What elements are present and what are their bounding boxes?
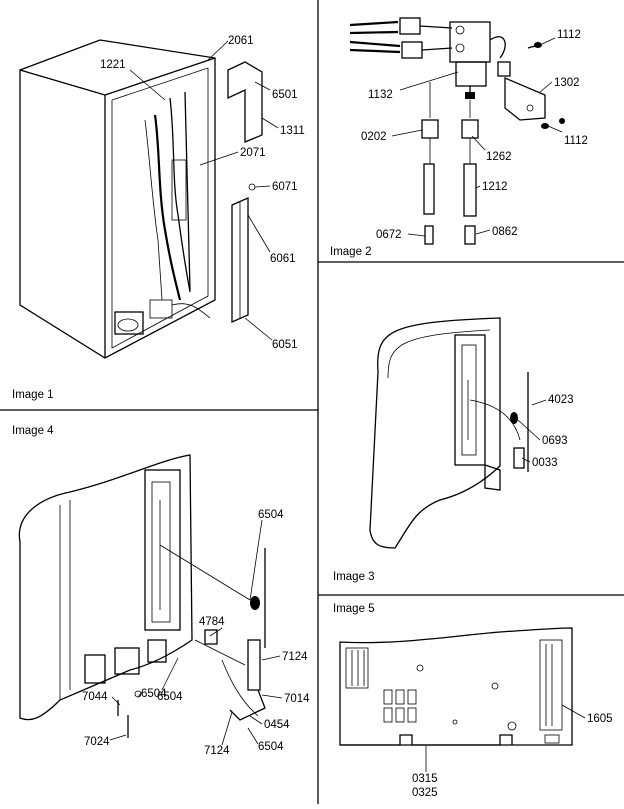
image-4-callouts: 6504 4784 7124 7014 0454 6504 7124 6504 …	[82, 509, 310, 757]
image-1-callouts: 2061 1221 6501 1311 2071 6071 6061 6051	[100, 35, 305, 351]
callout-0202: 0202	[361, 131, 387, 143]
image-4-illustration	[18, 454, 266, 738]
image-5-callouts: 1605 0315 0325	[412, 713, 613, 799]
callout-7124-bottom: 7124	[204, 745, 230, 757]
callout-6061: 6061	[270, 253, 296, 265]
callout-0033: 0033	[532, 457, 558, 469]
image-2-leader-lines	[391, 37, 563, 237]
image-3-illustration	[369, 317, 529, 549]
callout-1112-bottom: 1112	[564, 135, 588, 147]
callout-1212: 1212	[482, 181, 508, 193]
callout-1302: 1302	[554, 77, 580, 89]
callout-1605: 1605	[587, 713, 613, 725]
callout-0325: 0325	[412, 787, 438, 799]
callout-4784: 4784	[199, 616, 225, 628]
callout-1221: 1221	[100, 59, 126, 71]
image-2-callouts: 1112 1302 1132 0202 1262 1112 1212 0672 …	[361, 29, 588, 241]
panel-title-image-2: Image 2	[330, 246, 372, 258]
callout-2071: 2071	[240, 147, 266, 159]
callout-2061: 2061	[228, 35, 254, 47]
callout-0693: 0693	[542, 435, 568, 447]
callout-7014: 7014	[284, 693, 310, 705]
panel-title-image-5: Image 5	[333, 603, 375, 615]
callout-6504-top: 6504	[258, 509, 284, 521]
callout-1262: 1262	[486, 151, 512, 163]
panel-title-image-3: Image 3	[333, 571, 375, 583]
image-3-callouts: 4023 0693 0033	[532, 394, 574, 469]
panel-title-image-1: Image 1	[12, 389, 54, 401]
callout-6501: 6501	[272, 89, 298, 101]
callout-6051: 6051	[272, 339, 298, 351]
image-3-leader-lines	[517, 399, 547, 463]
callout-7024: 7024	[84, 736, 110, 748]
callout-6071: 6071	[272, 181, 298, 193]
callout-0862: 0862	[492, 226, 518, 238]
callout-1311: 1311	[280, 125, 305, 137]
callout-7044: 6504	[141, 688, 167, 700]
image-2-valve-illustration	[349, 17, 565, 245]
image-5-leader-lines	[425, 704, 586, 772]
image-4-leader-lines	[109, 519, 283, 746]
panel-title-image-4: Image 4	[12, 425, 54, 437]
callout-0672: 0672	[376, 229, 402, 241]
callout-1132: 1132	[368, 89, 393, 101]
image-5-illustration	[339, 627, 573, 746]
callout-7124-right: 7124	[282, 651, 308, 663]
callout-1112-top: 1112	[557, 29, 581, 41]
callout-6504-bottom-right: 6504	[258, 741, 284, 753]
image-1-leader-lines	[129, 40, 279, 341]
callout-0454: 0454	[264, 719, 290, 731]
image-1-cabinet-illustration	[19, 39, 263, 359]
callout-6504-bottom-left: 7044	[82, 691, 108, 703]
callout-8504: 6504	[157, 691, 183, 703]
callout-0315: 0315	[412, 773, 438, 785]
callout-4023: 4023	[548, 394, 574, 406]
